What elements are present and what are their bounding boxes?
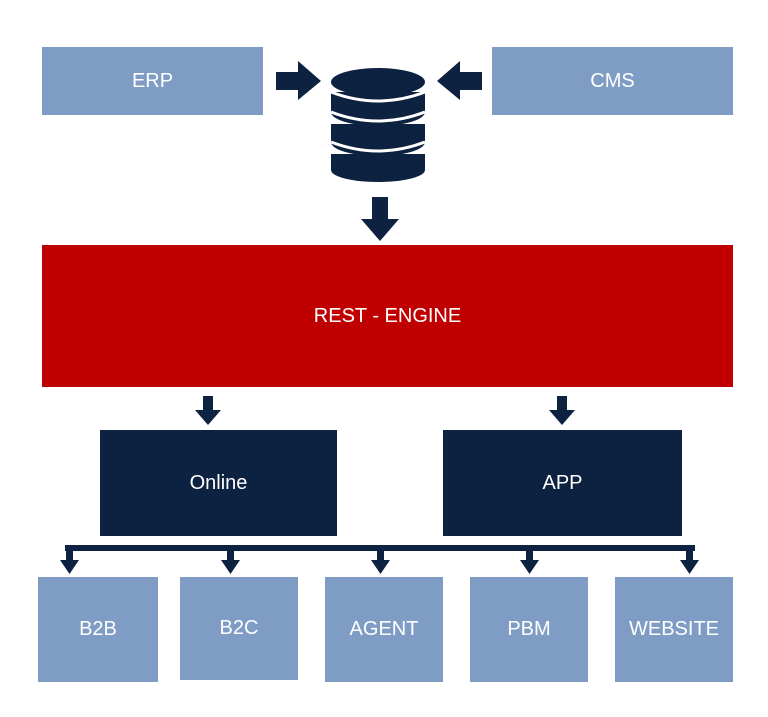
b2b-label: B2B <box>79 618 117 640</box>
app-label: APP <box>542 471 583 494</box>
agent-label: AGENT <box>349 618 419 640</box>
cms-box: CMS <box>492 47 733 115</box>
erp-label: ERP <box>131 69 174 92</box>
rest-engine-label: REST - ENGINE <box>313 304 462 327</box>
online-box: Online <box>100 430 337 536</box>
website-label: WEBSITE <box>628 618 719 640</box>
arrow-engine-to-app-icon <box>549 396 575 425</box>
pbm-label: PBM <box>507 618 551 640</box>
agent-box: AGENT <box>325 577 443 682</box>
arrow-cms-to-database-icon <box>437 61 482 100</box>
website-box: WEBSITE <box>615 577 733 682</box>
b2c-box: B2C <box>180 577 298 680</box>
b2b-box: B2B <box>38 577 158 682</box>
distribution-bus <box>60 545 699 574</box>
pbm-box: PBM <box>470 577 588 682</box>
cms-label: CMS <box>590 69 635 92</box>
arrow-database-to-engine-icon <box>361 197 399 241</box>
rest-engine-box: REST - ENGINE <box>42 245 733 387</box>
arrow-erp-to-database-icon <box>276 61 321 100</box>
b2c-label: B2C <box>219 617 259 639</box>
erp-box: ERP <box>42 47 263 115</box>
arrow-engine-to-online-icon <box>195 396 221 425</box>
app-box: APP <box>443 430 682 536</box>
online-label: Online <box>189 471 248 494</box>
database-icon <box>330 68 426 182</box>
